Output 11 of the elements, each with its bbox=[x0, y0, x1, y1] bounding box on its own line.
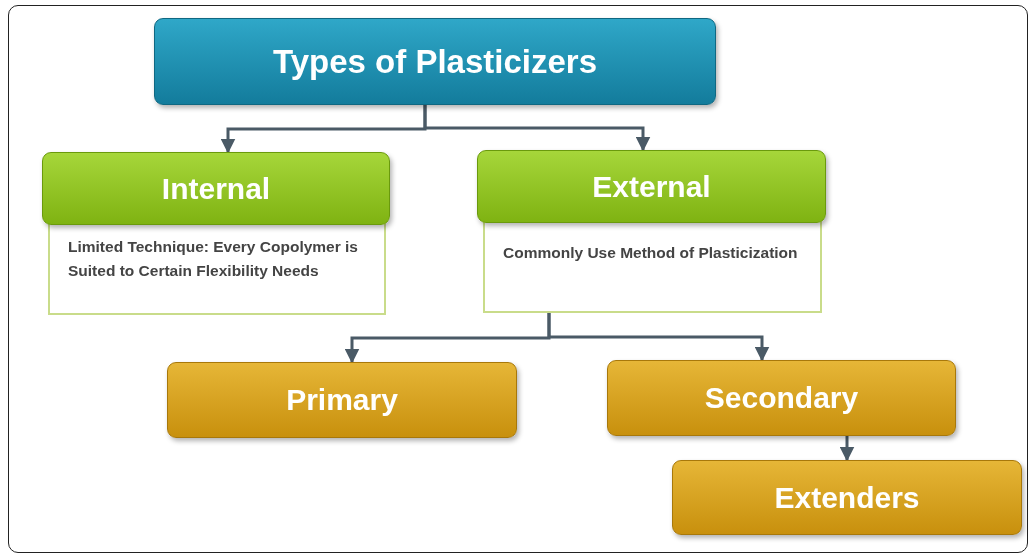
description-text: Commonly Use Method of Plasticization bbox=[483, 219, 822, 313]
description-text: Limited Technique: Every Copolymer is Suited to Certain Flexibility Needs bbox=[48, 221, 386, 315]
connector-arrow bbox=[547, 313, 770, 362]
connector-arrow bbox=[839, 436, 855, 462]
category-box: Extenders bbox=[672, 460, 1022, 535]
category-box: Internal bbox=[42, 152, 390, 225]
category-box: Types of Plasticizers bbox=[154, 18, 716, 105]
category-box: Primary bbox=[167, 362, 517, 438]
category-box: Secondary bbox=[607, 360, 956, 436]
connector-arrow bbox=[423, 105, 651, 152]
category-box: External bbox=[477, 150, 826, 223]
